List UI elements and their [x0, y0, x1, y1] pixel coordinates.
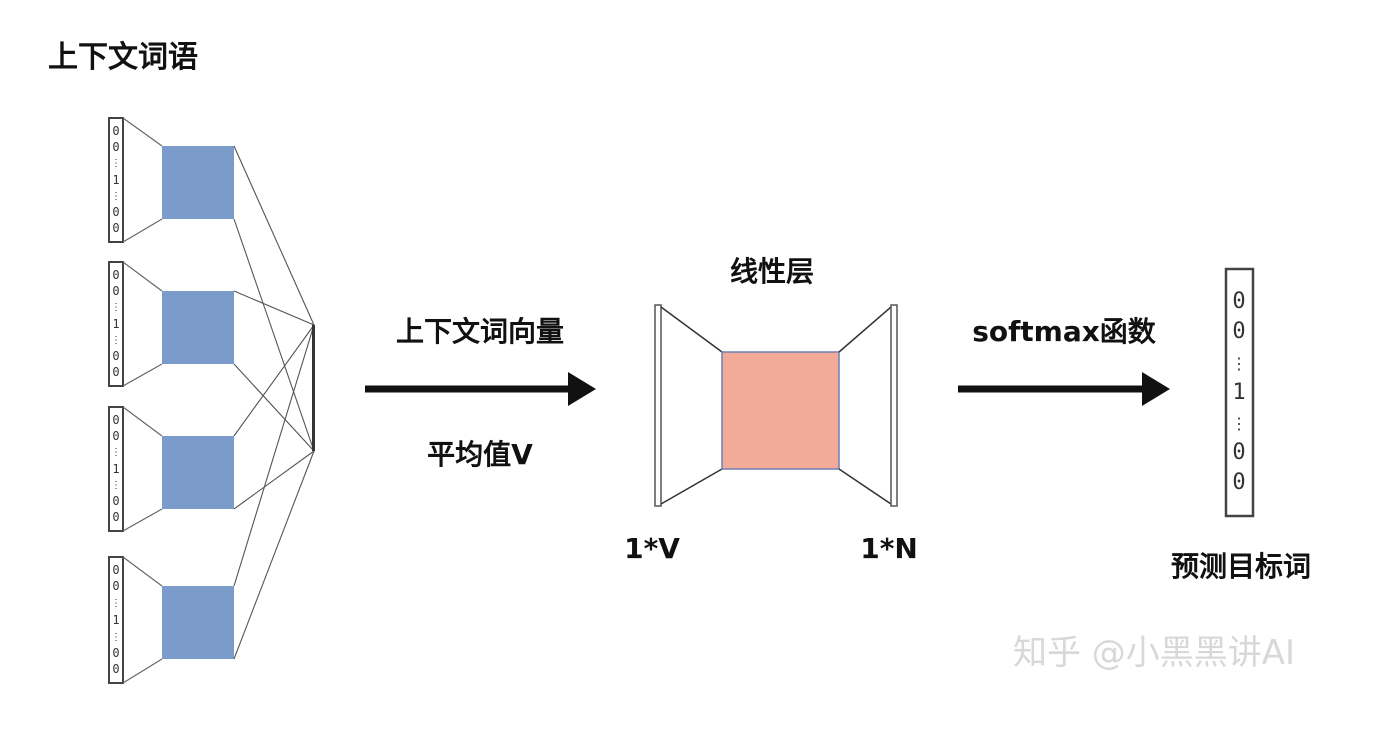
layer-edge-line: [838, 306, 892, 353]
connection-lines: [233, 145, 315, 660]
vector-digit: 0: [112, 646, 119, 660]
vector-digit: 0: [1232, 289, 1245, 314]
linear-layer: [654, 304, 898, 507]
vector-digit: 0: [112, 365, 119, 379]
projection-line: [122, 406, 163, 437]
linear-block: [721, 351, 840, 470]
vector-ellipsis: ⋮: [111, 632, 121, 643]
vector-ellipsis: ⋮: [111, 302, 121, 313]
vector-ellipsis: ⋮: [111, 480, 121, 491]
vector-digit: 0: [112, 662, 119, 676]
layer-edge-line: [660, 306, 723, 353]
vector-digit: 0: [112, 284, 119, 298]
projection-line: [122, 556, 163, 587]
one-hot-vector-frame: [108, 556, 124, 684]
vector-digit: 1: [1232, 380, 1245, 405]
input-layer-bar: [654, 304, 662, 507]
context-word-group-4: 0 0 ⋮ 1 ⋮ 0 0: [108, 556, 234, 684]
connection-line: [233, 450, 315, 510]
output-vector: 0 0 ⋮ 1 ⋮ 0 0: [1224, 267, 1255, 518]
watermark: 知乎 @小黑黑讲AI: [1013, 633, 1295, 673]
vector-digit: 0: [112, 563, 119, 577]
embedding-block: [162, 146, 234, 219]
layer-edge-line: [660, 468, 723, 505]
output-dim-label: 1*N: [860, 532, 918, 565]
average-vector-bar: [312, 325, 315, 451]
vector-digit: 0: [112, 494, 119, 508]
vector-ellipsis: ⋮: [111, 335, 121, 346]
arrow-right-icon: [958, 372, 1170, 406]
connection-line: [233, 145, 315, 326]
vector-digit: 1: [112, 462, 119, 476]
output-vector-frame: [1224, 267, 1255, 518]
vector-digit: 0: [112, 221, 119, 235]
vector-ellipsis: ⋮: [111, 598, 121, 609]
vector-digit: 0: [112, 349, 119, 363]
connection-line: [233, 363, 315, 452]
arrow1-top-label: 上下文词向量: [396, 315, 564, 348]
connection-line: [233, 218, 315, 452]
vector-digit: 0: [112, 429, 119, 443]
vector-ellipsis: ⋮: [111, 447, 121, 458]
connection-line: [233, 290, 315, 326]
vector-ellipsis: ⋮: [111, 158, 121, 169]
arrow2-top-label: softmax函数: [972, 315, 1157, 348]
embedding-block: [162, 436, 234, 509]
vector-digit: 0: [112, 124, 119, 138]
one-hot-vector-frame: [108, 117, 124, 243]
one-hot-vector-frame: [108, 261, 124, 387]
arrow-right-icon: [365, 372, 596, 406]
vector-digit: 0: [112, 140, 119, 154]
vector-digit: 0: [112, 579, 119, 593]
linear-layer-label: 线性层: [730, 255, 814, 288]
projection-line: [122, 508, 163, 532]
context-word-group-1: 0 0 ⋮ 1 ⋮ 0 0: [108, 117, 234, 243]
projection-line: [122, 658, 163, 684]
projection-line: [122, 261, 163, 292]
vector-digit: 1: [112, 173, 119, 187]
vector-digit: 0: [1232, 440, 1245, 465]
predicted-word-label: 预测目标词: [1171, 550, 1311, 583]
vector-digit: 1: [112, 613, 119, 627]
connection-line: [233, 450, 315, 660]
vector-digit: 0: [112, 268, 119, 282]
vector-digit: 0: [1232, 319, 1245, 344]
vector-digit: 0: [112, 510, 119, 524]
vector-digit: 1: [112, 317, 119, 331]
projection-line: [122, 117, 163, 147]
input-dim-label: 1*V: [624, 532, 680, 565]
connection-line: [233, 324, 315, 587]
vector-ellipsis: ⋮: [111, 191, 121, 202]
projection-line: [122, 363, 163, 387]
arrow1-bottom-label: 平均值V: [427, 438, 533, 471]
vector-ellipsis: ⋮: [1231, 354, 1247, 373]
context-word-group-2: 0 0 ⋮ 1 ⋮ 0 0: [108, 261, 234, 387]
context-words-title: 上下文词语: [48, 40, 198, 75]
context-word-group-3: 0 0 ⋮ 1 ⋮ 0 0: [108, 406, 234, 532]
embedding-block: [162, 586, 234, 659]
vector-digit: 0: [1232, 470, 1245, 495]
vector-digit: 0: [112, 205, 119, 219]
vector-ellipsis: ⋮: [1231, 414, 1247, 433]
layer-edge-line: [838, 468, 892, 505]
projection-line: [122, 218, 163, 243]
embedding-block: [162, 291, 234, 364]
one-hot-vector-frame: [108, 406, 124, 532]
connection-line: [233, 324, 315, 437]
output-layer-bar: [890, 304, 898, 507]
vector-digit: 0: [112, 413, 119, 427]
